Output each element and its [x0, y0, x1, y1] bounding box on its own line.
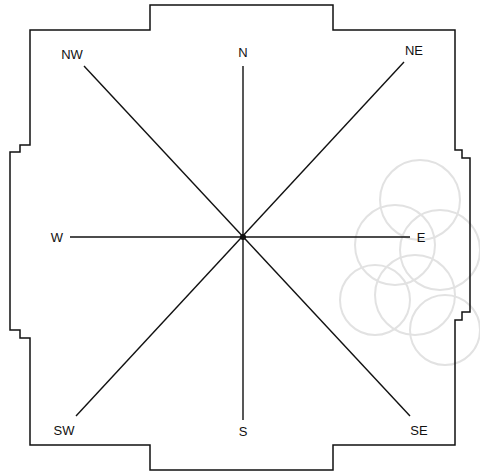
direction-label: N [236, 45, 249, 60]
direction-label: W [49, 230, 65, 245]
direction-label: SW [52, 423, 77, 438]
direction-label: SE [408, 423, 429, 438]
direction-label: E [415, 230, 428, 245]
direction-label: NE [403, 43, 425, 58]
watermark-pattern [340, 160, 480, 365]
direction-label: S [237, 424, 250, 439]
direction-label: NW [59, 47, 85, 62]
direction-lines [70, 62, 410, 420]
center-point [240, 234, 246, 240]
plan-outline [10, 5, 470, 470]
